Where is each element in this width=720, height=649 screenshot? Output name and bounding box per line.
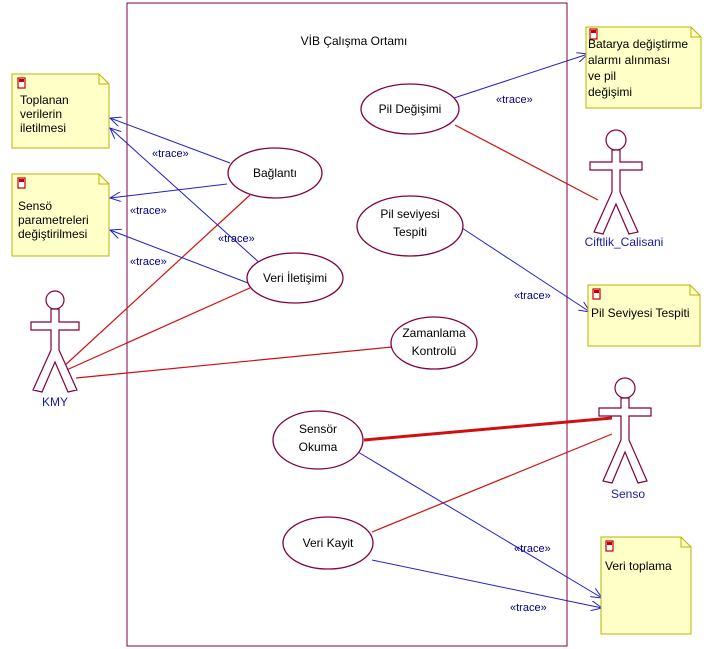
usecase-label: Sensör xyxy=(299,422,337,436)
usecase-label: Kontrolü xyxy=(412,344,457,358)
actor-ciftlik-calisani[interactable]: Ciftlik_Calisani xyxy=(585,129,664,249)
usecase-pil-degisimi[interactable]: Pil Değişimi xyxy=(360,83,460,135)
note-line: Veri toplama xyxy=(605,559,672,573)
trace-pil-seviyesi-n4 xyxy=(461,227,590,312)
note-line: ve pil xyxy=(588,69,616,83)
note-icon xyxy=(17,177,26,189)
usecase-label: Veri Kayit xyxy=(303,536,354,550)
trace-baglanti-n2 xyxy=(110,183,228,198)
actor-senso[interactable]: Senso xyxy=(598,377,652,501)
system-boundary[interactable] xyxy=(126,2,568,647)
usecase-label: Veri İletişimi xyxy=(263,271,327,285)
trace-dependencies xyxy=(110,54,602,608)
assoc-pil-degisimi-ciftlik xyxy=(454,124,599,201)
svg-text:Pil Değişimi: Pil Değişimi xyxy=(379,102,442,116)
usecase-label: Pil seviyesi xyxy=(380,207,439,221)
usecase-veri-iletisimi[interactable]: Veri İletişimi xyxy=(246,252,344,304)
note-line: verilerin xyxy=(20,107,62,121)
usecase-baglanti[interactable]: Bağlantı xyxy=(227,147,323,199)
usecase-label: Tespiti xyxy=(393,225,427,239)
trace-sensor-okuma-n5 xyxy=(357,451,602,598)
note-icon xyxy=(605,540,614,552)
svg-text:Veri toplama: Veri toplama xyxy=(605,559,672,573)
usecase-veri-kayit[interactable]: Veri Kayit xyxy=(282,516,374,570)
trace-veri-kayit-n5 xyxy=(371,559,602,608)
trace-veri-iletisimi-n1 xyxy=(110,128,263,266)
associations xyxy=(61,124,613,533)
trace-label: «trace» xyxy=(510,602,547,614)
svg-text:Veri Kayit: Veri Kayit xyxy=(303,536,354,550)
trace-labels: «trace» «trace» «trace» «trace» «trace» … xyxy=(130,94,551,614)
assoc-kmy-veri-iletisimi xyxy=(61,286,253,373)
svg-text:Veri İletişimi: Veri İletişimi xyxy=(263,271,327,285)
assoc-sensor-okuma-senso xyxy=(363,416,613,442)
note-veri-toplama[interactable]: Veri toplama xyxy=(600,536,692,635)
assoc-kmy-zamanlama xyxy=(75,346,393,379)
actor-kmy[interactable]: KMY xyxy=(30,290,80,409)
note-line: iletilmesi xyxy=(20,121,66,135)
system-title: VİB Çalışma Ortamı xyxy=(301,34,408,48)
trace-label: «trace» xyxy=(130,256,167,268)
note-line: değiştirilmesi xyxy=(18,227,87,241)
note-line: Sensö xyxy=(18,199,52,213)
assoc-kmy-baglanti xyxy=(61,194,251,369)
note-icon xyxy=(592,288,601,300)
svg-text:Pil Seviyesi Tespiti: Pil Seviyesi Tespiti xyxy=(591,306,689,320)
trace-label: «trace» xyxy=(514,290,551,302)
trace-veri-iletisimi-n2 xyxy=(110,230,249,284)
note-line: değişimi xyxy=(588,85,632,99)
note-icon xyxy=(17,77,26,89)
actor-label: KMY xyxy=(42,395,68,409)
note-pil-seviyesi-tespiti[interactable]: Pil Seviyesi Tespiti xyxy=(587,284,701,347)
assoc-veri-kayit-senso xyxy=(371,433,613,533)
note-line: Toplanan xyxy=(20,93,69,107)
trace-label: «trace» xyxy=(130,205,167,217)
trace-label: «trace» xyxy=(152,148,189,160)
trace-label: «trace» xyxy=(514,543,551,555)
trace-label: «trace» xyxy=(496,94,533,106)
trace-pil-degisimi-n3 xyxy=(453,54,588,99)
usecase-label: Bağlantı xyxy=(253,166,297,180)
usecase-label: Pil Değişimi xyxy=(379,102,442,116)
svg-text:Bağlantı: Bağlantı xyxy=(253,166,297,180)
actor-label: Senso xyxy=(611,487,645,501)
note-line: parametreleri xyxy=(18,213,89,227)
actor-label: Ciftlik_Calisani xyxy=(585,235,664,249)
note-batarya-degistirme[interactable]: Batarya değiştirme alarmı alınması ve pil d… xyxy=(585,26,702,109)
note-line: Pil Seviyesi Tespiti xyxy=(591,306,689,320)
note-icon xyxy=(589,28,598,40)
usecase-label: Okuma xyxy=(299,440,338,454)
note-line: alarmı alınması xyxy=(588,53,670,67)
usecase-label: Zamanlama xyxy=(402,326,466,340)
trace-baglanti-n1 xyxy=(110,118,231,164)
trace-label: «trace» xyxy=(218,233,255,245)
note-line: Batarya değiştirme xyxy=(588,37,688,51)
